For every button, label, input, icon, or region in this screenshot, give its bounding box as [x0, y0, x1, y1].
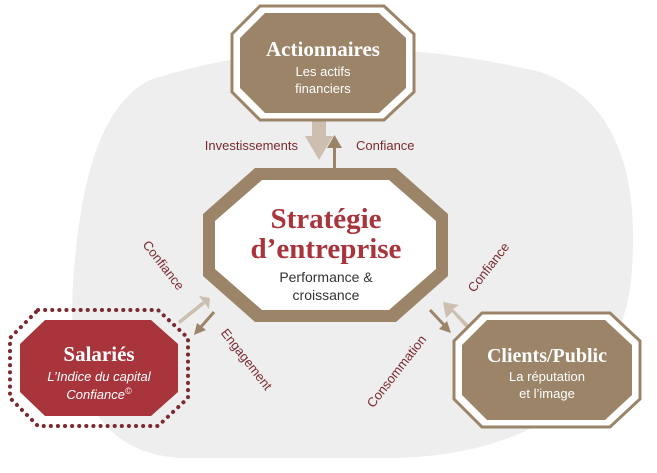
clients-fill — [462, 320, 632, 420]
center-subtitle-line1: Performance & — [279, 269, 373, 285]
clients-subtitle-line2: et l’image — [519, 386, 575, 401]
arrow-confidence-top — [327, 135, 342, 170]
employees-title: Salariés — [63, 342, 134, 366]
center-subtitle-line2: croissance — [293, 287, 360, 303]
clients-title: Clients/Public — [487, 345, 607, 367]
employees-node: Salariés L’Indice du capital Confiance© — [8, 308, 190, 428]
shareholders-subtitle-line2: financiers — [295, 81, 351, 96]
shareholders-title: Actionnaires — [266, 37, 380, 61]
copyright-mark: © — [125, 386, 132, 396]
flow-label-confiance-top: Confiance — [356, 138, 415, 153]
center-title-line2: d’entreprise — [251, 233, 402, 265]
employees-fill — [20, 320, 178, 416]
clients-subtitle-line1: La réputation — [509, 369, 585, 384]
flow-label-investissements: Investissements — [205, 138, 299, 153]
shareholders-subtitle-line1: Les actifs — [296, 64, 351, 79]
arrow-confidence-left — [178, 296, 210, 324]
arrow-engagement — [194, 311, 216, 335]
center-inner — [215, 180, 436, 310]
employees-subtitle-text: Confiance — [66, 387, 125, 402]
shareholders-node: Actionnaires Les actifs financiers — [230, 4, 416, 122]
arrow-confidence-right — [443, 302, 471, 330]
center-node: Stratégie d’entreprise Performance & cro… — [203, 168, 448, 322]
center-title-line1: Stratégie — [270, 203, 381, 235]
shareholders-fill — [240, 13, 406, 113]
clients-node: Clients/Public La réputation et l’image — [452, 311, 642, 429]
employees-subtitle-line1: L’Indice du capital — [47, 369, 151, 384]
employees-dotted-frame — [8, 308, 190, 428]
arrow-consumption — [428, 308, 451, 333]
employees-subtitle-line2: Confiance© — [66, 386, 132, 402]
